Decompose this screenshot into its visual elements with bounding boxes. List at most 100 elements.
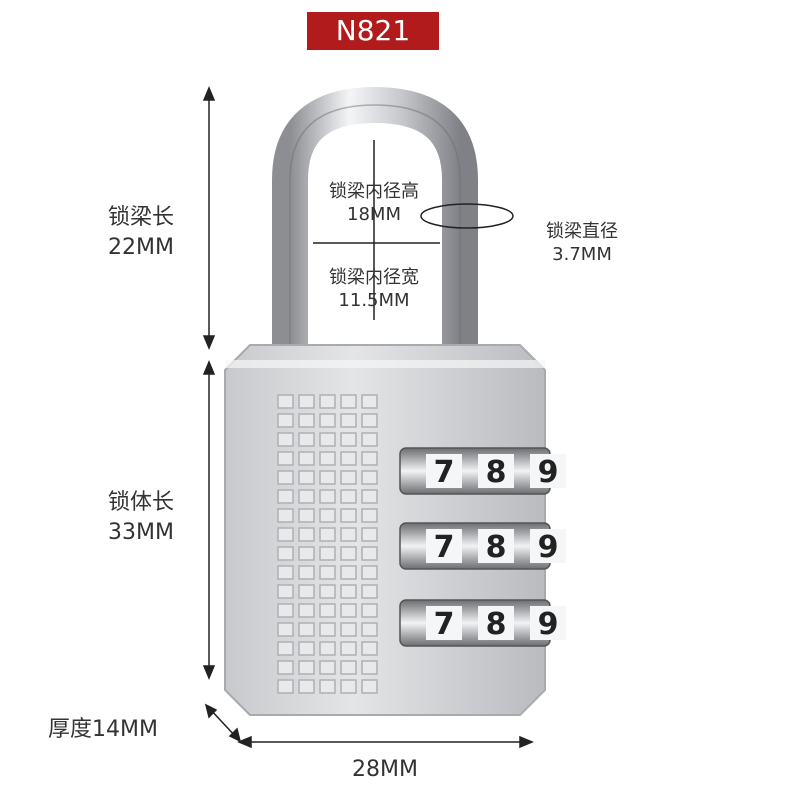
grip-cell: [361, 527, 378, 542]
grip-cell: [319, 508, 336, 523]
shackle-diameter-callout: 锁梁直径 3.7MM: [522, 220, 642, 267]
grip-cell: [298, 565, 315, 580]
grip-cell: [319, 584, 336, 599]
model-badge: N821: [307, 12, 439, 50]
grip-cell: [361, 641, 378, 656]
grip-cell: [277, 451, 294, 466]
shackle-diameter-label: 锁梁直径: [546, 221, 618, 242]
grip-cell: [340, 584, 357, 599]
grip-cell: [361, 622, 378, 637]
grip-cell: [361, 413, 378, 428]
grip-cell: [361, 489, 378, 504]
dial-digit-cell: [530, 606, 566, 640]
grip-cell: [319, 660, 336, 675]
dial-digit: 8: [486, 530, 507, 565]
thickness-callout: 厚度14MM: [48, 715, 158, 745]
grip-cell: [340, 394, 357, 409]
grip-cell: [319, 432, 336, 447]
grip-cell: [319, 413, 336, 428]
grip-cell: [277, 546, 294, 561]
inner-width-callout: 锁梁内径宽 11.5MM: [306, 266, 442, 313]
grip-cell: [319, 679, 336, 694]
grip-cell: [298, 603, 315, 618]
dial-digit: 7: [434, 530, 455, 565]
grip-cell: [298, 413, 315, 428]
grip-cell: [277, 584, 294, 599]
shackle-length-value: 22MM: [108, 234, 174, 260]
grip-cell: [361, 451, 378, 466]
grip-cell: [298, 641, 315, 656]
dial-band: [399, 447, 551, 495]
grip-cell: [319, 603, 336, 618]
grip-cell: [298, 679, 315, 694]
grip-cell: [298, 660, 315, 675]
grip-cell: [340, 470, 357, 485]
grip-cell: [298, 432, 315, 447]
grip-cell: [340, 508, 357, 523]
grip-cell: [319, 641, 336, 656]
dial-band: [399, 599, 551, 647]
shackle: [272, 86, 478, 350]
inner-height-label: 锁梁内径高: [329, 181, 419, 202]
grip-cell: [340, 679, 357, 694]
dial-digit-cell: [426, 454, 462, 488]
grip-cell: [277, 641, 294, 656]
grip-cell: [298, 489, 315, 504]
width-value: 28MM: [352, 757, 418, 782]
grip-cell: [361, 508, 378, 523]
grip-cell: [277, 394, 294, 409]
grip-cell: [361, 432, 378, 447]
grip-cell: [340, 432, 357, 447]
grip-cell: [361, 394, 378, 409]
grip-cell: [277, 660, 294, 675]
shackle-length-callout: 锁梁长 22MM: [86, 203, 196, 262]
grip-cell: [340, 641, 357, 656]
grip-cell: [277, 622, 294, 637]
dial-digit: 9: [538, 455, 559, 490]
grip-cell: [319, 451, 336, 466]
grip-cell: [361, 660, 378, 675]
grip-cell: [361, 584, 378, 599]
dial-digit: 8: [486, 607, 507, 642]
grip-cell: [319, 489, 336, 504]
grip-cell: [277, 489, 294, 504]
body-length-callout: 锁体长 33MM: [86, 488, 196, 547]
grip-cell: [277, 508, 294, 523]
grip-cell: [277, 603, 294, 618]
dial-digit-cell: [478, 454, 514, 488]
dial-digit: 7: [434, 455, 455, 490]
grip-cell: [340, 413, 357, 428]
body-length-value: 33MM: [108, 519, 174, 545]
thickness-label: 厚度: [48, 717, 93, 742]
grip-cell: [361, 546, 378, 561]
dial-digit: 8: [486, 455, 507, 490]
grip-cell: [361, 565, 378, 580]
grip-cell: [277, 413, 294, 428]
grip-cell: [340, 451, 357, 466]
grip-cell: [277, 565, 294, 580]
grip-cell: [298, 584, 315, 599]
shackle-diameter-value: 3.7MM: [552, 244, 612, 266]
dial-digit-cell: [478, 529, 514, 563]
grip-cell: [340, 603, 357, 618]
dial-digit-cell: [426, 529, 462, 563]
grip-cell: [298, 622, 315, 637]
grip-cell: [340, 565, 357, 580]
thickness-value: 14MM: [92, 717, 158, 742]
inner-width-label: 锁梁内径宽: [329, 267, 419, 288]
inner-height-value: 18MM: [347, 204, 401, 226]
shackle-length-label: 锁梁长: [107, 205, 174, 230]
grip-cell: [298, 546, 315, 561]
dial-digit-cell: [426, 606, 462, 640]
grip-cell: [298, 394, 315, 409]
grip-cell: [361, 603, 378, 618]
dial-digit: 7: [434, 607, 455, 642]
dial-digit: 9: [538, 607, 559, 642]
grip-cell: [277, 527, 294, 542]
inner-width-value: 11.5MM: [338, 290, 410, 312]
body-length-label: 锁体长: [107, 490, 174, 515]
grip-cell: [319, 622, 336, 637]
